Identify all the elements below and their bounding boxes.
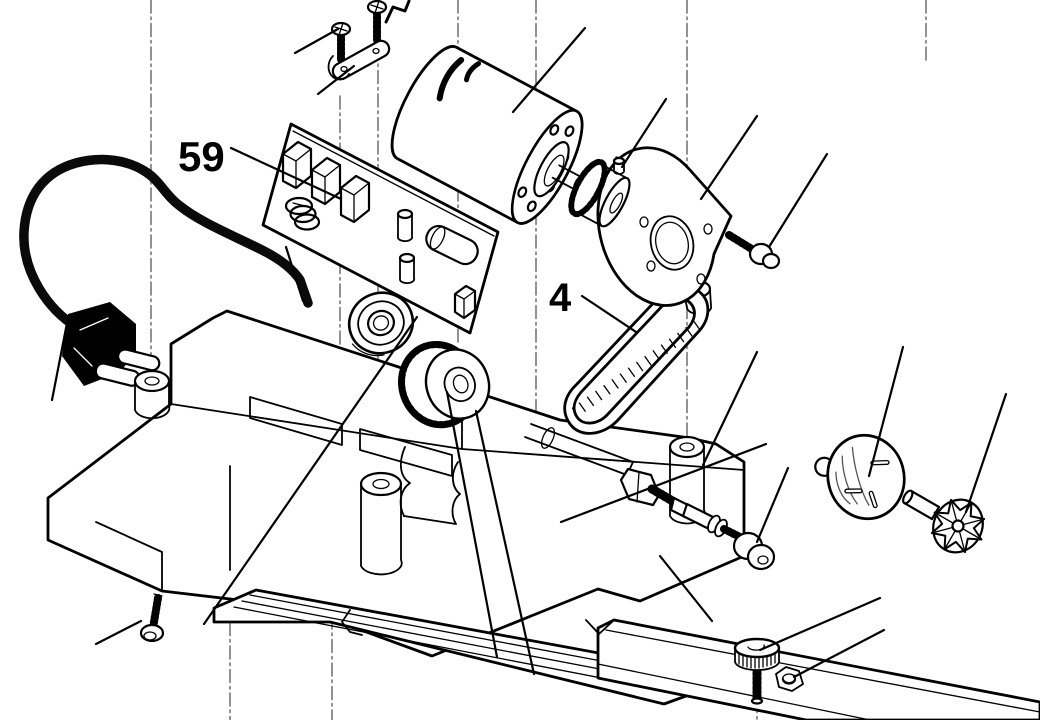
capacitor-small (398, 252, 416, 285)
cover-disc (814, 433, 906, 521)
wall-slot (359, 428, 453, 477)
screw-boss (133, 369, 171, 393)
part-label-59: 59 (178, 133, 225, 180)
base-housing (46, 309, 746, 658)
electric-motor (390, 45, 585, 225)
shaft-thread (647, 484, 681, 508)
part-label-4: 4 (549, 276, 572, 320)
set-screw (612, 156, 626, 175)
toothed-pulley (397, 340, 491, 429)
hex-bolt (720, 525, 776, 571)
disc-slot (844, 459, 890, 509)
cradle-notch (399, 446, 411, 517)
wall-slot (249, 396, 343, 446)
motor-vent (436, 57, 465, 102)
belt-teeth (571, 321, 701, 418)
mounting-screws (725, 231, 781, 270)
circuit-board (261, 122, 500, 335)
ball-bearing-left (347, 291, 415, 357)
rail-notch (585, 619, 614, 635)
post-boss (359, 471, 403, 497)
power-plug-body (62, 302, 136, 386)
motor-mount-plate (596, 146, 733, 307)
label-59-leader (229, 146, 343, 201)
bent-wire (384, 0, 411, 24)
screw-boss (668, 435, 706, 459)
terminal-knob (284, 196, 321, 231)
capacitor-small (396, 208, 414, 243)
label-4-leader (580, 294, 638, 334)
leader-lines (50, 26, 1008, 679)
bed-rail-right (585, 618, 1040, 720)
cradle-notch (403, 461, 461, 525)
motor-shaft (551, 164, 584, 191)
capacitor-barrel (425, 224, 479, 266)
power-cord-and-plug (19, 154, 313, 387)
lock-nut (775, 666, 804, 692)
power-cord (19, 154, 313, 333)
plug-prong (116, 348, 161, 372)
motor-pinion-pulley (568, 156, 631, 228)
thumbscrew (733, 637, 781, 705)
clamp-hook (327, 55, 350, 81)
cable-clamp (327, 0, 411, 81)
relay-block (339, 174, 371, 224)
component-block (453, 284, 477, 320)
motor-vent (464, 61, 482, 83)
fan-impeller (902, 489, 986, 554)
base-screw (139, 593, 165, 643)
